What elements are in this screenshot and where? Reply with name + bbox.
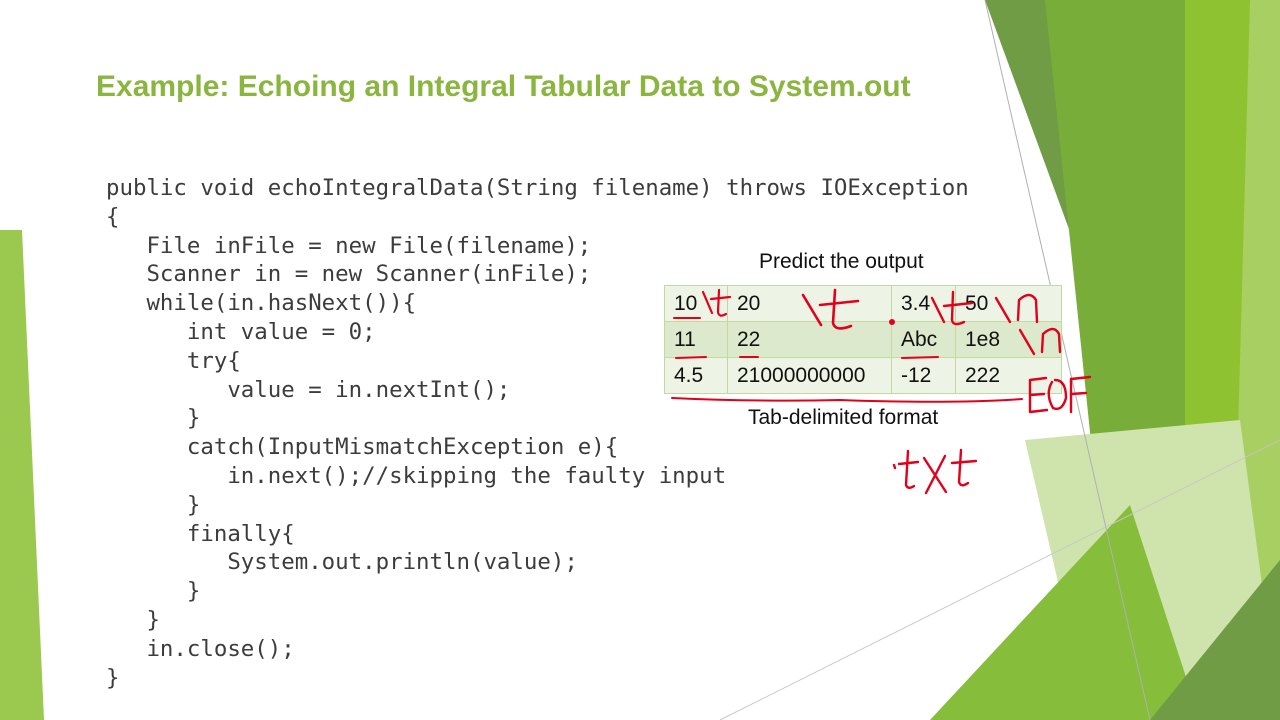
facet-left-sliver [0, 230, 44, 720]
code-line: } [106, 606, 160, 633]
facet-bottom-dark [1150, 560, 1280, 720]
code-line: { [106, 203, 120, 230]
code-line: File inFile = new File(filename); [106, 232, 592, 259]
code-line: value = in.nextInt(); [106, 376, 511, 403]
table-row: 11 22 Abc 1e8 [664, 321, 1062, 358]
slide-title: Example: Echoing an Integral Tabular Dat… [96, 70, 911, 103]
table-caption-top: Predict the output [759, 250, 924, 273]
table-cell: 222 [955, 357, 1062, 394]
code-line: System.out.println(value); [106, 549, 578, 576]
table-cell: 20 [727, 285, 892, 322]
code-line: } [106, 578, 201, 605]
code-line: in.close(); [106, 635, 295, 662]
table-row: 10 20 3.4 50 [664, 285, 1062, 322]
code-line: int value = 0; [106, 318, 376, 345]
code-line: while(in.hasNext()){ [106, 290, 417, 317]
code-line: } [106, 405, 201, 432]
code-block: public void echoIntegralData(String file… [106, 174, 969, 692]
table-cell: 1e8 [955, 321, 1062, 358]
table-cell: Abc [891, 321, 956, 358]
code-line: finally{ [106, 520, 295, 547]
code-line: } [106, 664, 120, 691]
table-cell: 50 [955, 285, 1062, 322]
table-cell: 21000000000 [727, 357, 892, 394]
facet-bottom-green [930, 505, 1200, 720]
code-line: catch(InputMismatchException e){ [106, 434, 619, 461]
table-cell: -12 [891, 357, 956, 394]
facet-guide-line [984, 0, 1151, 720]
table-row: 4.5 21000000000 -12 222 [664, 357, 1062, 394]
data-table: 10 20 3.4 50 11 22 Abc 1e8 4.5 210000000… [664, 285, 1062, 394]
code-line: try{ [106, 347, 241, 374]
code-line: Scanner in = new Scanner(inFile); [106, 261, 592, 288]
table-cell: 22 [727, 321, 892, 358]
code-line: in.next();//skipping the faulty input [106, 462, 727, 489]
code-line: } [106, 491, 201, 518]
table-cell: 10 [664, 285, 728, 322]
table-cell: 11 [664, 321, 728, 358]
code-line: public void echoIntegralData(String file… [106, 175, 969, 201]
table-cell: 4.5 [664, 357, 728, 394]
facet-guide-line [719, 439, 1280, 720]
table-cell: 3.4 [891, 285, 956, 322]
table-caption-bottom: Tab-delimited format [748, 406, 939, 429]
